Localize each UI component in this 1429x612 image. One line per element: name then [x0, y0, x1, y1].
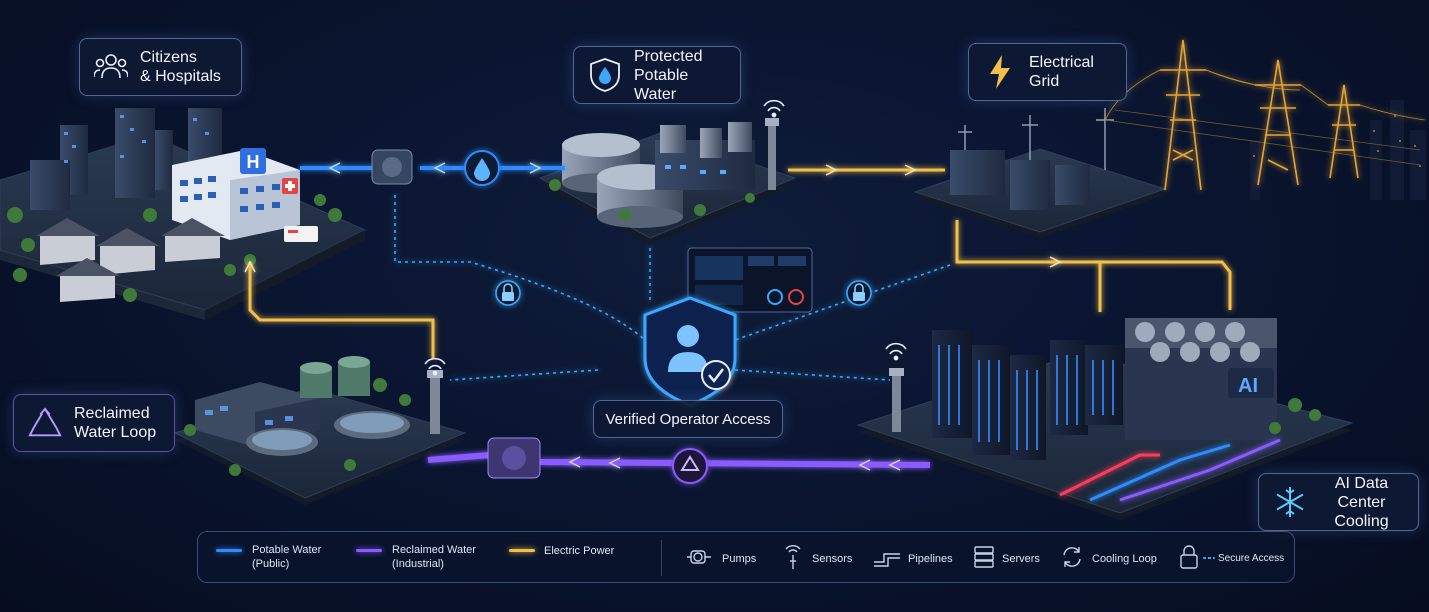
- legend-power-label: Electric Power: [544, 545, 615, 557]
- green-tank: [300, 362, 332, 398]
- datacenter-trees: [1269, 398, 1321, 434]
- electrical-grid-callout: Electrical Grid: [968, 43, 1127, 101]
- reclaimed-water-swatch: [356, 549, 382, 552]
- protected-potable-callout: Protected Potable Water: [573, 46, 741, 104]
- server-icon: [973, 545, 999, 569]
- reclaimed-water-label: Reclaimed Water Loop: [74, 405, 157, 441]
- reclamation-trees: [184, 378, 411, 476]
- water-treatment-plant: [538, 118, 797, 245]
- legend-potable-label: Potable Water (Public): [252, 544, 322, 570]
- legend-sensors-label: Sensors: [812, 553, 853, 565]
- ai-data-center: AI: [856, 318, 1354, 520]
- electric-power-swatch: [509, 549, 535, 552]
- cooling-loop-icon: [1059, 545, 1085, 569]
- legend: Potable Water (Public) Reclaimed Water (…: [197, 531, 1295, 583]
- wifi-signal-icon: [885, 342, 907, 361]
- reclaimed-water-line: [427, 452, 931, 471]
- verified-user-shield-icon: [643, 296, 737, 407]
- power-lines: [244, 164, 1232, 358]
- people-group-icon: [94, 50, 128, 84]
- legend-reclaimed-label: Reclaimed Water (Industrial): [392, 544, 476, 570]
- legend-divider: [661, 540, 662, 576]
- wifi-signal-icon: [763, 99, 785, 118]
- reclaimed-water-callout: Reclaimed Water Loop: [13, 394, 175, 452]
- ambulance: [284, 226, 318, 242]
- storage-tank: [597, 164, 683, 228]
- legend-secure-label: Secure Access: [1218, 553, 1285, 564]
- city-platform: H: [0, 108, 367, 320]
- sensor-icon: [781, 543, 807, 569]
- pump-icon: [686, 545, 712, 569]
- lock-icon: [495, 280, 521, 306]
- sensor-tower: [765, 118, 779, 190]
- server-racks: [932, 330, 1123, 460]
- pylon: [1328, 84, 1360, 179]
- treatment-building: [655, 122, 755, 190]
- pump-icon: [371, 149, 413, 185]
- plant-trees: [549, 179, 755, 221]
- potable-water-swatch: [216, 549, 242, 552]
- wifi-signal-icon: [424, 357, 446, 376]
- protected-potable-label: Protected Potable Water: [634, 47, 703, 103]
- green-tank: [338, 356, 370, 396]
- snowflake-icon: [1273, 485, 1307, 519]
- citizens-hospitals-callout: Citizens & Hospitals: [79, 38, 242, 96]
- sensor-tower: [889, 368, 904, 432]
- lightning-bolt-icon: [983, 55, 1017, 89]
- hospital-sign: H: [247, 152, 260, 172]
- secure-access-swatch: [1203, 557, 1215, 559]
- ai-datacenter-callout: AI Data Center Cooling: [1258, 473, 1419, 531]
- electrical-grid-label: Electrical Grid: [1029, 54, 1094, 90]
- pylon: [1255, 59, 1301, 186]
- lock-icon: [846, 280, 872, 306]
- pump-icon: [487, 437, 541, 479]
- verified-operator-callout: Verified Operator Access: [593, 400, 783, 438]
- pylon: [1160, 39, 1206, 191]
- recycle-node: [672, 448, 708, 484]
- ai-datacenter-label: AI Data Center Cooling: [1334, 474, 1389, 530]
- water-drop-node: [464, 150, 500, 186]
- recycle-icon: [28, 406, 62, 440]
- verified-operator-label: Verified Operator Access: [605, 410, 771, 428]
- lock-icon: [1178, 544, 1204, 569]
- citizens-hospitals-label: Citizens & Hospitals: [140, 49, 221, 85]
- pipeline-icon: [872, 546, 900, 570]
- city-trees: [7, 194, 342, 302]
- coolant-pipe-blue: [1089, 443, 1231, 502]
- clarifier-basin: [246, 428, 318, 456]
- legend-pumps-label: Pumps: [722, 553, 757, 565]
- potable-water-line: [300, 162, 565, 174]
- legend-servers-label: Servers: [1002, 553, 1040, 565]
- water-reclamation-plant: [173, 356, 467, 505]
- power-pylons: [1104, 39, 1426, 191]
- electrical-substation: [913, 108, 1421, 238]
- skyline-towers: [30, 108, 222, 210]
- distant-city-lights: [1250, 100, 1426, 200]
- coolant-pipe-purple: [1119, 438, 1281, 502]
- water-shield-icon: [588, 58, 622, 92]
- legend-pipelines-label: Pipelines: [908, 553, 953, 565]
- datacenter-sign: AI: [1238, 375, 1258, 397]
- residential-houses: [36, 218, 225, 302]
- legend-cooling-label: Cooling Loop: [1092, 553, 1157, 565]
- dashboard-monitor: [687, 247, 813, 313]
- hospital-building: H: [172, 148, 300, 240]
- coolant-pipe-red: [1059, 453, 1160, 497]
- clarifier-basin: [334, 411, 410, 439]
- cooling-building: AI: [1125, 318, 1277, 440]
